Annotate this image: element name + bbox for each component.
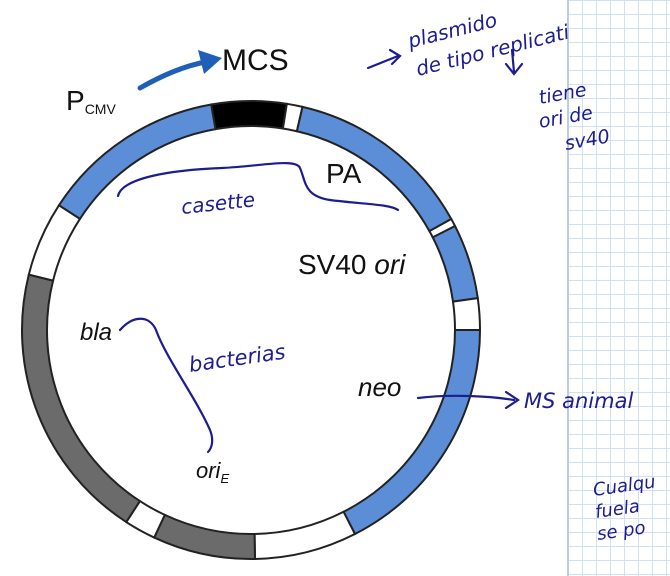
label-pcmv-sub: CMV [85, 101, 117, 117]
pcmv-arrow [137, 59, 208, 91]
label-ori-e: oriE [196, 458, 229, 486]
note-arrow-ms-animal [416, 390, 520, 410]
ring-segment-ori-e [152, 513, 257, 560]
label-neo: neo [358, 372, 401, 402]
note-arrow-plasmid [366, 48, 402, 70]
plasmid-ring [21, 100, 482, 560]
note-casette-line [116, 162, 400, 212]
note-bottom-1: Cualqu [592, 471, 657, 501]
ring-segment-gap-3 [451, 296, 482, 331]
note-bacterias: bacterias [187, 340, 287, 377]
label-sv40-ori-italic: ori [374, 249, 406, 280]
label-sv40-ori: SV40 ori [298, 249, 406, 280]
label-pcmv: PCMV [66, 85, 116, 117]
ring-segment-pa [295, 105, 453, 233]
note-bacterias-bracket [118, 317, 214, 454]
ring-segment-neo [342, 329, 482, 536]
ring-segment-gap-4 [253, 510, 357, 560]
notebook-margin-line [567, 0, 569, 576]
label-ori-e-sub: E [220, 471, 229, 486]
label-pcmv-main: P [66, 85, 85, 116]
note-arrow-down [504, 48, 524, 76]
note-casette: casette [180, 187, 256, 219]
pcmv-arrowhead [198, 50, 222, 74]
note-ms-animal: MS animal [524, 389, 633, 413]
note-tiene-3: sv40 [563, 125, 611, 155]
ring-segment-mcs [210, 100, 288, 131]
label-sv40-text: SV40 [298, 249, 374, 280]
notebook-grid-paper [568, 0, 670, 576]
ring-segment-bla [21, 273, 142, 524]
label-mcs: MCS [222, 44, 289, 77]
ring-segment-sv40-ori [431, 224, 479, 303]
ring-segment-gap-6 [27, 203, 82, 282]
label-pa: PA [326, 158, 362, 189]
label-bla: bla [80, 319, 112, 346]
label-ori-e-main: ori [196, 458, 222, 483]
